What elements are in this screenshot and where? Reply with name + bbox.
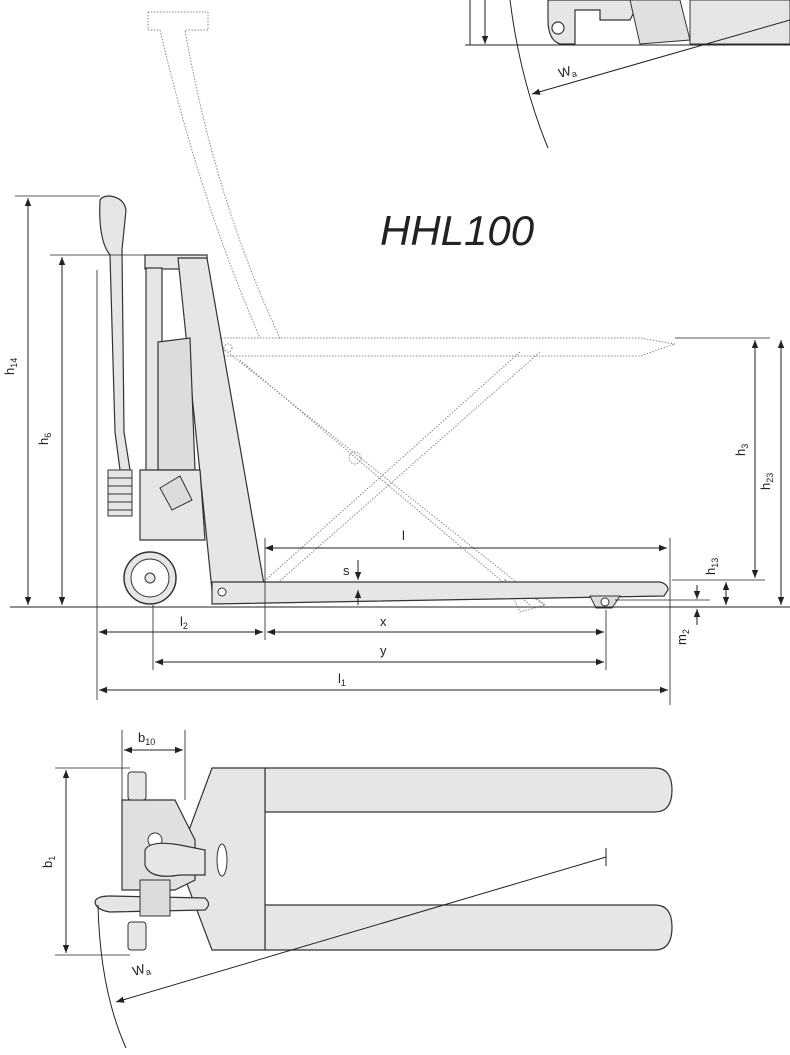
raised-platform-ghost xyxy=(217,337,676,357)
l2-label: l2 xyxy=(180,614,188,631)
top-inset-turning-view: Wa xyxy=(465,0,790,149)
l1-label: l1 xyxy=(338,671,346,688)
h13-label: h13 xyxy=(703,558,720,575)
x-label: x xyxy=(380,614,387,629)
tiller-head xyxy=(139,879,171,917)
h3-label: h3 xyxy=(733,444,750,456)
inset-wheel xyxy=(551,21,565,35)
y-label: y xyxy=(380,643,387,658)
fork-pivot xyxy=(217,587,227,597)
side-view xyxy=(99,11,676,613)
b10-label: b10 xyxy=(138,730,155,747)
side-dimensions: h14 h6 h3 h23 h13 m2 l s l2 xyxy=(2,195,790,705)
model-title: HHL100 xyxy=(380,207,535,254)
load-roller-wheel xyxy=(600,597,610,607)
inset-handle-area xyxy=(547,0,641,45)
top-view: b10 b1 Wa xyxy=(40,730,673,1049)
release-lever xyxy=(159,475,193,511)
hydraulic-unit xyxy=(157,337,196,471)
handle-socket xyxy=(144,842,206,877)
wa-bottom-arrow xyxy=(115,856,607,1003)
inset-wa-arrow xyxy=(531,19,790,95)
h6-label: h6 xyxy=(36,433,53,445)
steer-wheel-hub xyxy=(144,572,156,584)
scissor-pivot xyxy=(348,451,362,465)
raised-handle-ghost xyxy=(148,11,281,339)
scissor-arm-b2 xyxy=(274,351,541,586)
handle-lever xyxy=(99,195,131,471)
platform-pivot-ghost xyxy=(223,343,233,353)
wheel-top-lower xyxy=(127,921,147,951)
scissor-arm-a2 xyxy=(239,359,531,606)
s-label: s xyxy=(343,563,350,578)
m2-label: m2 xyxy=(674,629,691,645)
pump-spring xyxy=(107,469,133,517)
wa-turning-arc xyxy=(97,904,127,1049)
scissor-arm-a xyxy=(224,349,546,606)
inset-turning-arc xyxy=(509,0,549,149)
fork-top-lower xyxy=(264,904,673,951)
raised-handle-ghost-inner xyxy=(147,12,261,339)
scissor-arm-b xyxy=(259,351,521,586)
fork-top-upper xyxy=(264,767,673,813)
h14-label: h14 xyxy=(2,358,19,375)
wa-top-label: Wa xyxy=(557,62,578,83)
fork-side xyxy=(211,581,669,605)
wa-bottom-label: Wa xyxy=(131,960,152,981)
chassis-hole xyxy=(216,843,228,877)
l-label: l xyxy=(402,528,405,543)
inset-chassis xyxy=(629,0,691,45)
h23-label: h23 xyxy=(758,473,775,490)
b1-label: b1 xyxy=(40,856,57,868)
inset-fork-body xyxy=(689,0,790,45)
wheel-top-upper xyxy=(127,771,147,801)
